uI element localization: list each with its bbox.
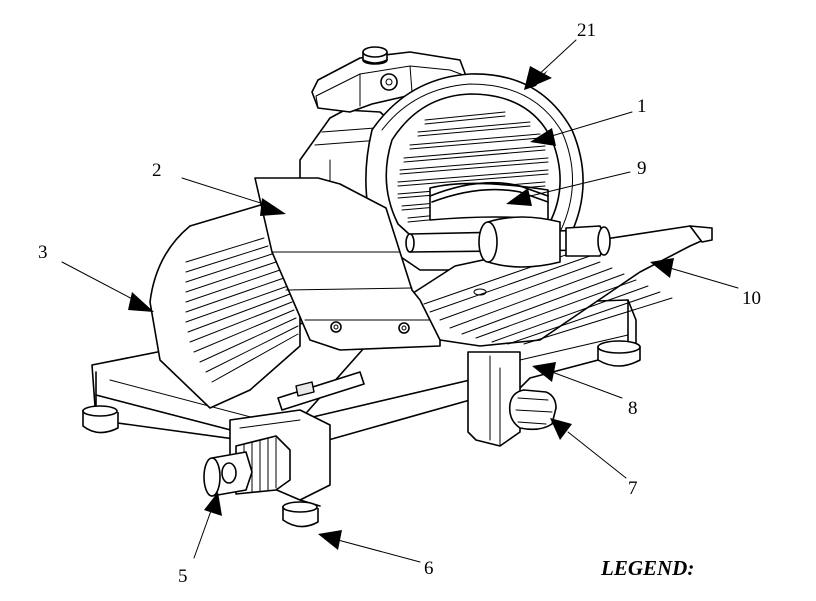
food-pusher [405, 181, 611, 268]
callout-label-2: 2 [152, 160, 162, 181]
callout-arrow-6 [318, 530, 421, 563]
callout-arrow-2 [181, 177, 286, 216]
sharpener-housing [311, 46, 467, 113]
callout-arrow-1 [530, 111, 633, 146]
callout-label-6: 6 [424, 558, 434, 579]
side-deflector [149, 203, 301, 409]
callout-arrow-5 [193, 492, 222, 559]
callout-arrows [61, 39, 739, 563]
legend-heading: LEGEND: [600, 556, 694, 580]
product-tray [409, 225, 713, 347]
callout-arrow-8 [532, 362, 623, 399]
callout-labels: 21 1 2 9 3 10 8 7 5 6 [38, 20, 761, 587]
callout-arrow-21 [524, 39, 577, 90]
callout-arrow-10 [650, 258, 739, 289]
carriage-lock-knob [508, 389, 557, 431]
callout-label-1: 1 [637, 96, 647, 117]
slicer-feet [82, 340, 641, 528]
callout-arrow-3 [61, 261, 154, 312]
callout-arrow-7 [550, 418, 627, 479]
callout-label-21: 21 [577, 20, 596, 41]
power-switch [277, 371, 365, 411]
carriage-column [467, 351, 521, 447]
callout-label-9: 9 [637, 158, 647, 179]
thickness-knob [203, 435, 291, 497]
callout-label-8: 8 [628, 398, 638, 419]
callout-label-5: 5 [178, 566, 188, 587]
meat-slicer-drawing [82, 46, 713, 528]
callout-label-3: 3 [38, 242, 48, 263]
callout-label-7: 7 [628, 478, 638, 499]
thickness-plate [254, 177, 441, 351]
callout-arrow-9 [506, 171, 631, 206]
callout-label-10: 10 [742, 288, 761, 309]
